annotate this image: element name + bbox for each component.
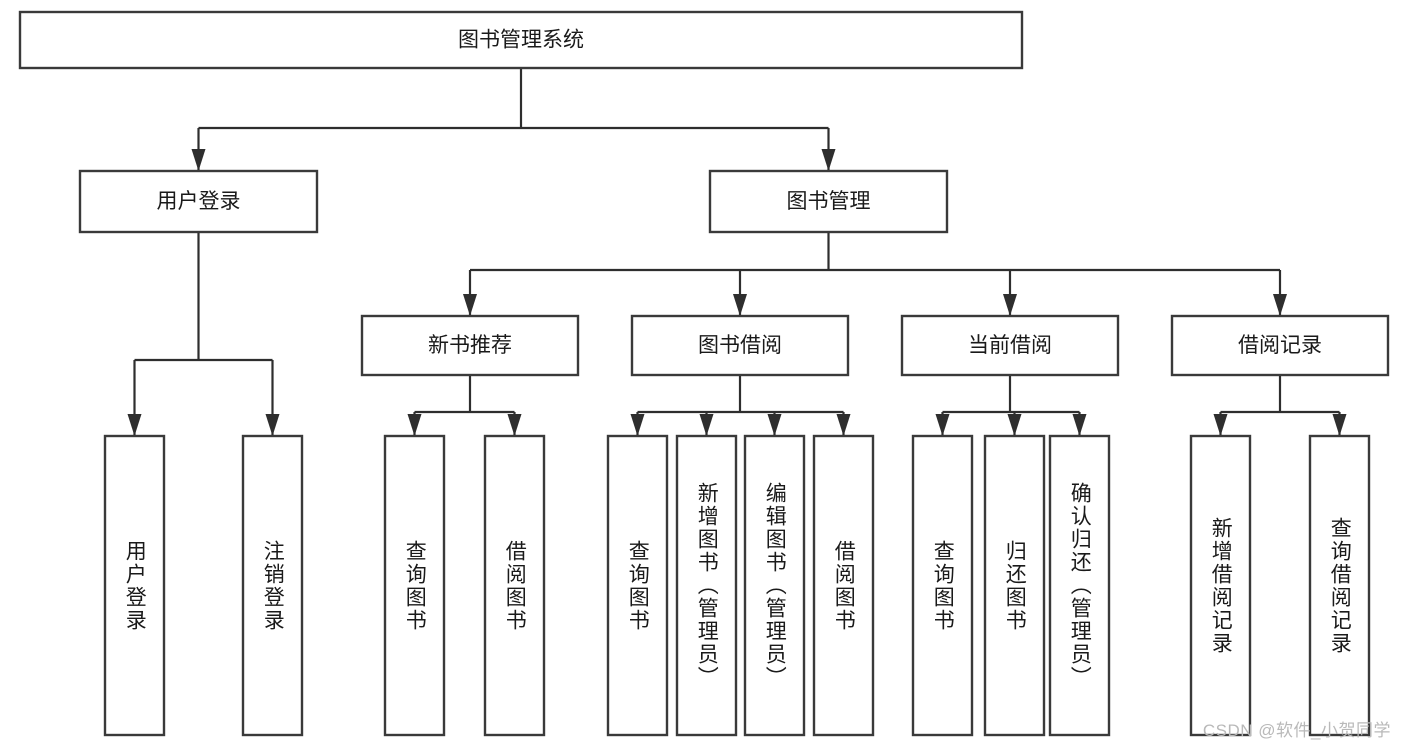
node-label-level3-1: 图书借阅 xyxy=(698,334,782,357)
node-box-level2-1[interactable] xyxy=(708,169,949,234)
connector-arrow-icon xyxy=(935,414,950,436)
connector-arrow-icon xyxy=(127,414,142,436)
connector-arrow-icon xyxy=(1332,414,1347,436)
leaf-box-8[interactable] xyxy=(911,434,974,737)
leaf-box-6[interactable] xyxy=(743,434,806,737)
connector-arrow-icon xyxy=(821,149,836,171)
connector-arrow-icon xyxy=(630,414,645,436)
leaf-box-1[interactable] xyxy=(241,434,304,737)
node-box-level3-0[interactable] xyxy=(360,314,580,377)
leaf-box-0[interactable] xyxy=(103,434,166,737)
node-label-level2-1: 图书管理 xyxy=(787,190,871,213)
csdn-watermark: CSDN @软件_小贺同学 xyxy=(1202,721,1391,740)
leaf-box-10[interactable] xyxy=(1048,434,1111,737)
leaf-box-11[interactable] xyxy=(1189,434,1252,737)
connector-arrow-icon xyxy=(1072,414,1087,436)
connector-arrow-icon xyxy=(733,294,747,316)
node-label-level3-3: 借阅记录 xyxy=(1238,334,1322,357)
node-label-level2-0: 用户登录 xyxy=(157,190,241,213)
connector-arrow-icon xyxy=(407,414,422,436)
connector-lines-layer xyxy=(127,68,1347,436)
connector-arrow-icon xyxy=(1273,294,1287,316)
connector-arrow-icon xyxy=(191,149,206,171)
leaf-box-7[interactable] xyxy=(812,434,875,737)
connector-arrow-icon xyxy=(836,414,851,436)
node-label-level3-0: 新书推荐 xyxy=(428,334,512,357)
connector-arrow-icon xyxy=(767,414,782,436)
node-box-level3-1[interactable] xyxy=(630,314,850,377)
leaf-box-2[interactable] xyxy=(383,434,446,737)
node-label-level3-2: 当前借阅 xyxy=(968,334,1052,357)
connector-arrow-icon xyxy=(699,414,714,436)
leaf-box-9[interactable] xyxy=(983,434,1046,737)
node-box-root[interactable] xyxy=(18,10,1024,70)
node-box-level3-2[interactable] xyxy=(900,314,1120,377)
node-box-level2-0[interactable] xyxy=(78,169,319,234)
leaf-box-5[interactable] xyxy=(675,434,738,737)
node-label-root: 图书管理系统 xyxy=(458,29,584,52)
connector-arrow-icon xyxy=(1003,294,1017,316)
connector-arrow-icon xyxy=(1213,414,1228,436)
leaf-box-4[interactable] xyxy=(606,434,669,737)
node-box-level3-3[interactable] xyxy=(1170,314,1390,377)
connector-arrow-icon xyxy=(1007,414,1022,436)
connector-arrow-icon xyxy=(463,294,477,316)
connector-arrow-icon xyxy=(507,414,522,436)
leaf-box-3[interactable] xyxy=(483,434,546,737)
leaf-box-12[interactable] xyxy=(1308,434,1371,737)
connector-arrow-icon xyxy=(265,414,280,436)
